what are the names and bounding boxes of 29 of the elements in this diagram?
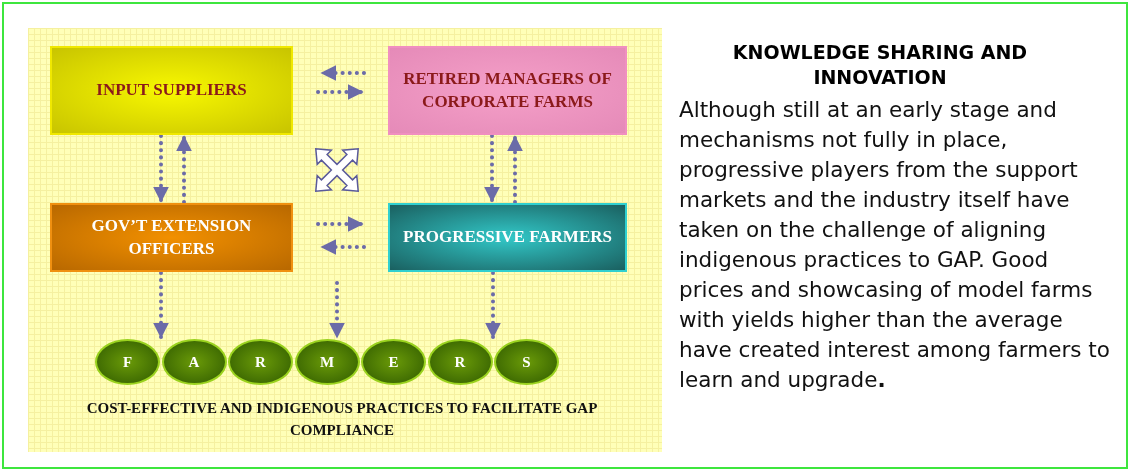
node-label: S	[522, 353, 531, 371]
dotted-arrow	[153, 134, 169, 203]
node-label: M	[319, 353, 335, 371]
dotted-arrow	[507, 135, 523, 204]
dotted-arrow	[320, 65, 366, 81]
dotted-arrow	[316, 216, 364, 232]
node-label: INPUT SUPPLIERS	[96, 79, 247, 102]
dotted-arrow	[329, 281, 345, 339]
dotted-arrow	[484, 134, 500, 203]
heading: KNOWLEDGE SHARING AND INNOVATION	[731, 40, 1029, 90]
node-label: GOV’T EXTENSION OFFICERS	[90, 215, 253, 260]
node-label: R	[255, 353, 266, 371]
caption-text: COST-EFFECTIVE AND INDIGENOUS PRACTICES TO FACILITATE GAP COMPLIANCE	[85, 399, 599, 440]
node-label: RETIRED MANAGERS OF CORPORATE FARMS	[402, 68, 613, 113]
node-label: E	[388, 353, 399, 371]
dotted-arrow	[320, 239, 366, 255]
process-box	[50, 203, 293, 272]
node-label: F	[122, 353, 133, 371]
dotted-arrow	[485, 271, 501, 339]
node-label: A	[188, 353, 200, 371]
dotted-arrow	[176, 135, 192, 204]
dotted-arrow	[153, 271, 169, 339]
node-label: PROGRESSIVE FARMERS	[403, 226, 612, 249]
process-box	[388, 46, 627, 135]
body-paragraph: Although still at an early stage and mechanisms not fully in place, progressive players from the support markets and the industry itself have taken on the challenge of aligning indigenous practices to GAP. Good prices and showcasing of model farms with yields higher than the average have created interest among farmers to learn and upgrade.	[679, 96, 1111, 394]
dotted-arrow	[316, 84, 364, 100]
process-box	[388, 203, 627, 272]
process-box	[50, 46, 293, 135]
node-label: R	[454, 353, 466, 371]
